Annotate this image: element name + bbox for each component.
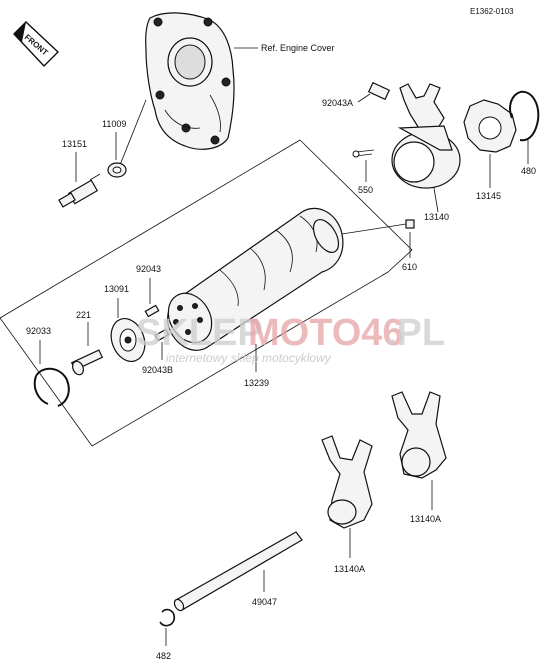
watermark: SKLEP MOTO46 .PL internetowy sklep motoc…	[136, 312, 445, 365]
label-49047: 49047	[252, 597, 277, 607]
bolt-221	[70, 349, 104, 376]
circlip-480	[509, 90, 540, 142]
pin-92043B	[154, 328, 170, 342]
plate-13145	[463, 99, 517, 153]
engine-cover	[145, 12, 235, 150]
diagram-code: E1362-0103	[470, 7, 514, 16]
label-221: 221	[76, 310, 91, 320]
shaft-49047	[173, 531, 303, 612]
watermark-tagline: internetowy sklep motocyklowy	[166, 351, 332, 365]
circlip-482	[159, 608, 176, 627]
pin-92043A	[367, 81, 391, 101]
pin-92043	[144, 304, 160, 318]
assembly-outline	[299, 139, 413, 273]
watermark-grey: SKLEP	[136, 312, 263, 354]
front-arrow-icon: FRONT	[13, 21, 60, 68]
label-13140A-left: 13140A	[334, 564, 365, 574]
label-13145: 13145	[476, 191, 501, 201]
label-ref-engine-cover: Ref. Engine Cover	[261, 43, 335, 53]
pin-610	[405, 219, 415, 229]
label-482: 482	[156, 651, 171, 661]
label-610: 610	[402, 262, 417, 272]
circlip-92033	[33, 367, 70, 407]
shift-fork-13140	[391, 83, 461, 189]
shift-fork-13140A-left	[321, 435, 373, 529]
label-92043: 92043	[136, 264, 161, 274]
label-92043A: 92043A	[322, 98, 353, 108]
cotter-pin-550	[352, 149, 375, 158]
washer-11009	[107, 162, 127, 178]
label-13151: 13151	[62, 139, 87, 149]
label-13140A-right: 13140A	[410, 514, 441, 524]
shift-drum-13239	[167, 207, 344, 351]
label-480: 480	[521, 166, 536, 176]
watermark-red: MOTO46	[248, 312, 404, 354]
label-13140: 13140	[424, 212, 449, 222]
label-13091: 13091	[104, 284, 129, 294]
neutral-switch-13151	[58, 173, 101, 208]
plate-13091	[110, 318, 146, 362]
label-92043B: 92043B	[142, 365, 173, 375]
shift-fork-13140A-right	[391, 391, 447, 479]
label-550: 550	[358, 185, 373, 195]
label-11009: 11009	[102, 119, 126, 129]
watermark-suffix: .PL	[386, 312, 445, 354]
label-92033: 92033	[26, 326, 51, 336]
label-13239: 13239	[244, 378, 269, 388]
